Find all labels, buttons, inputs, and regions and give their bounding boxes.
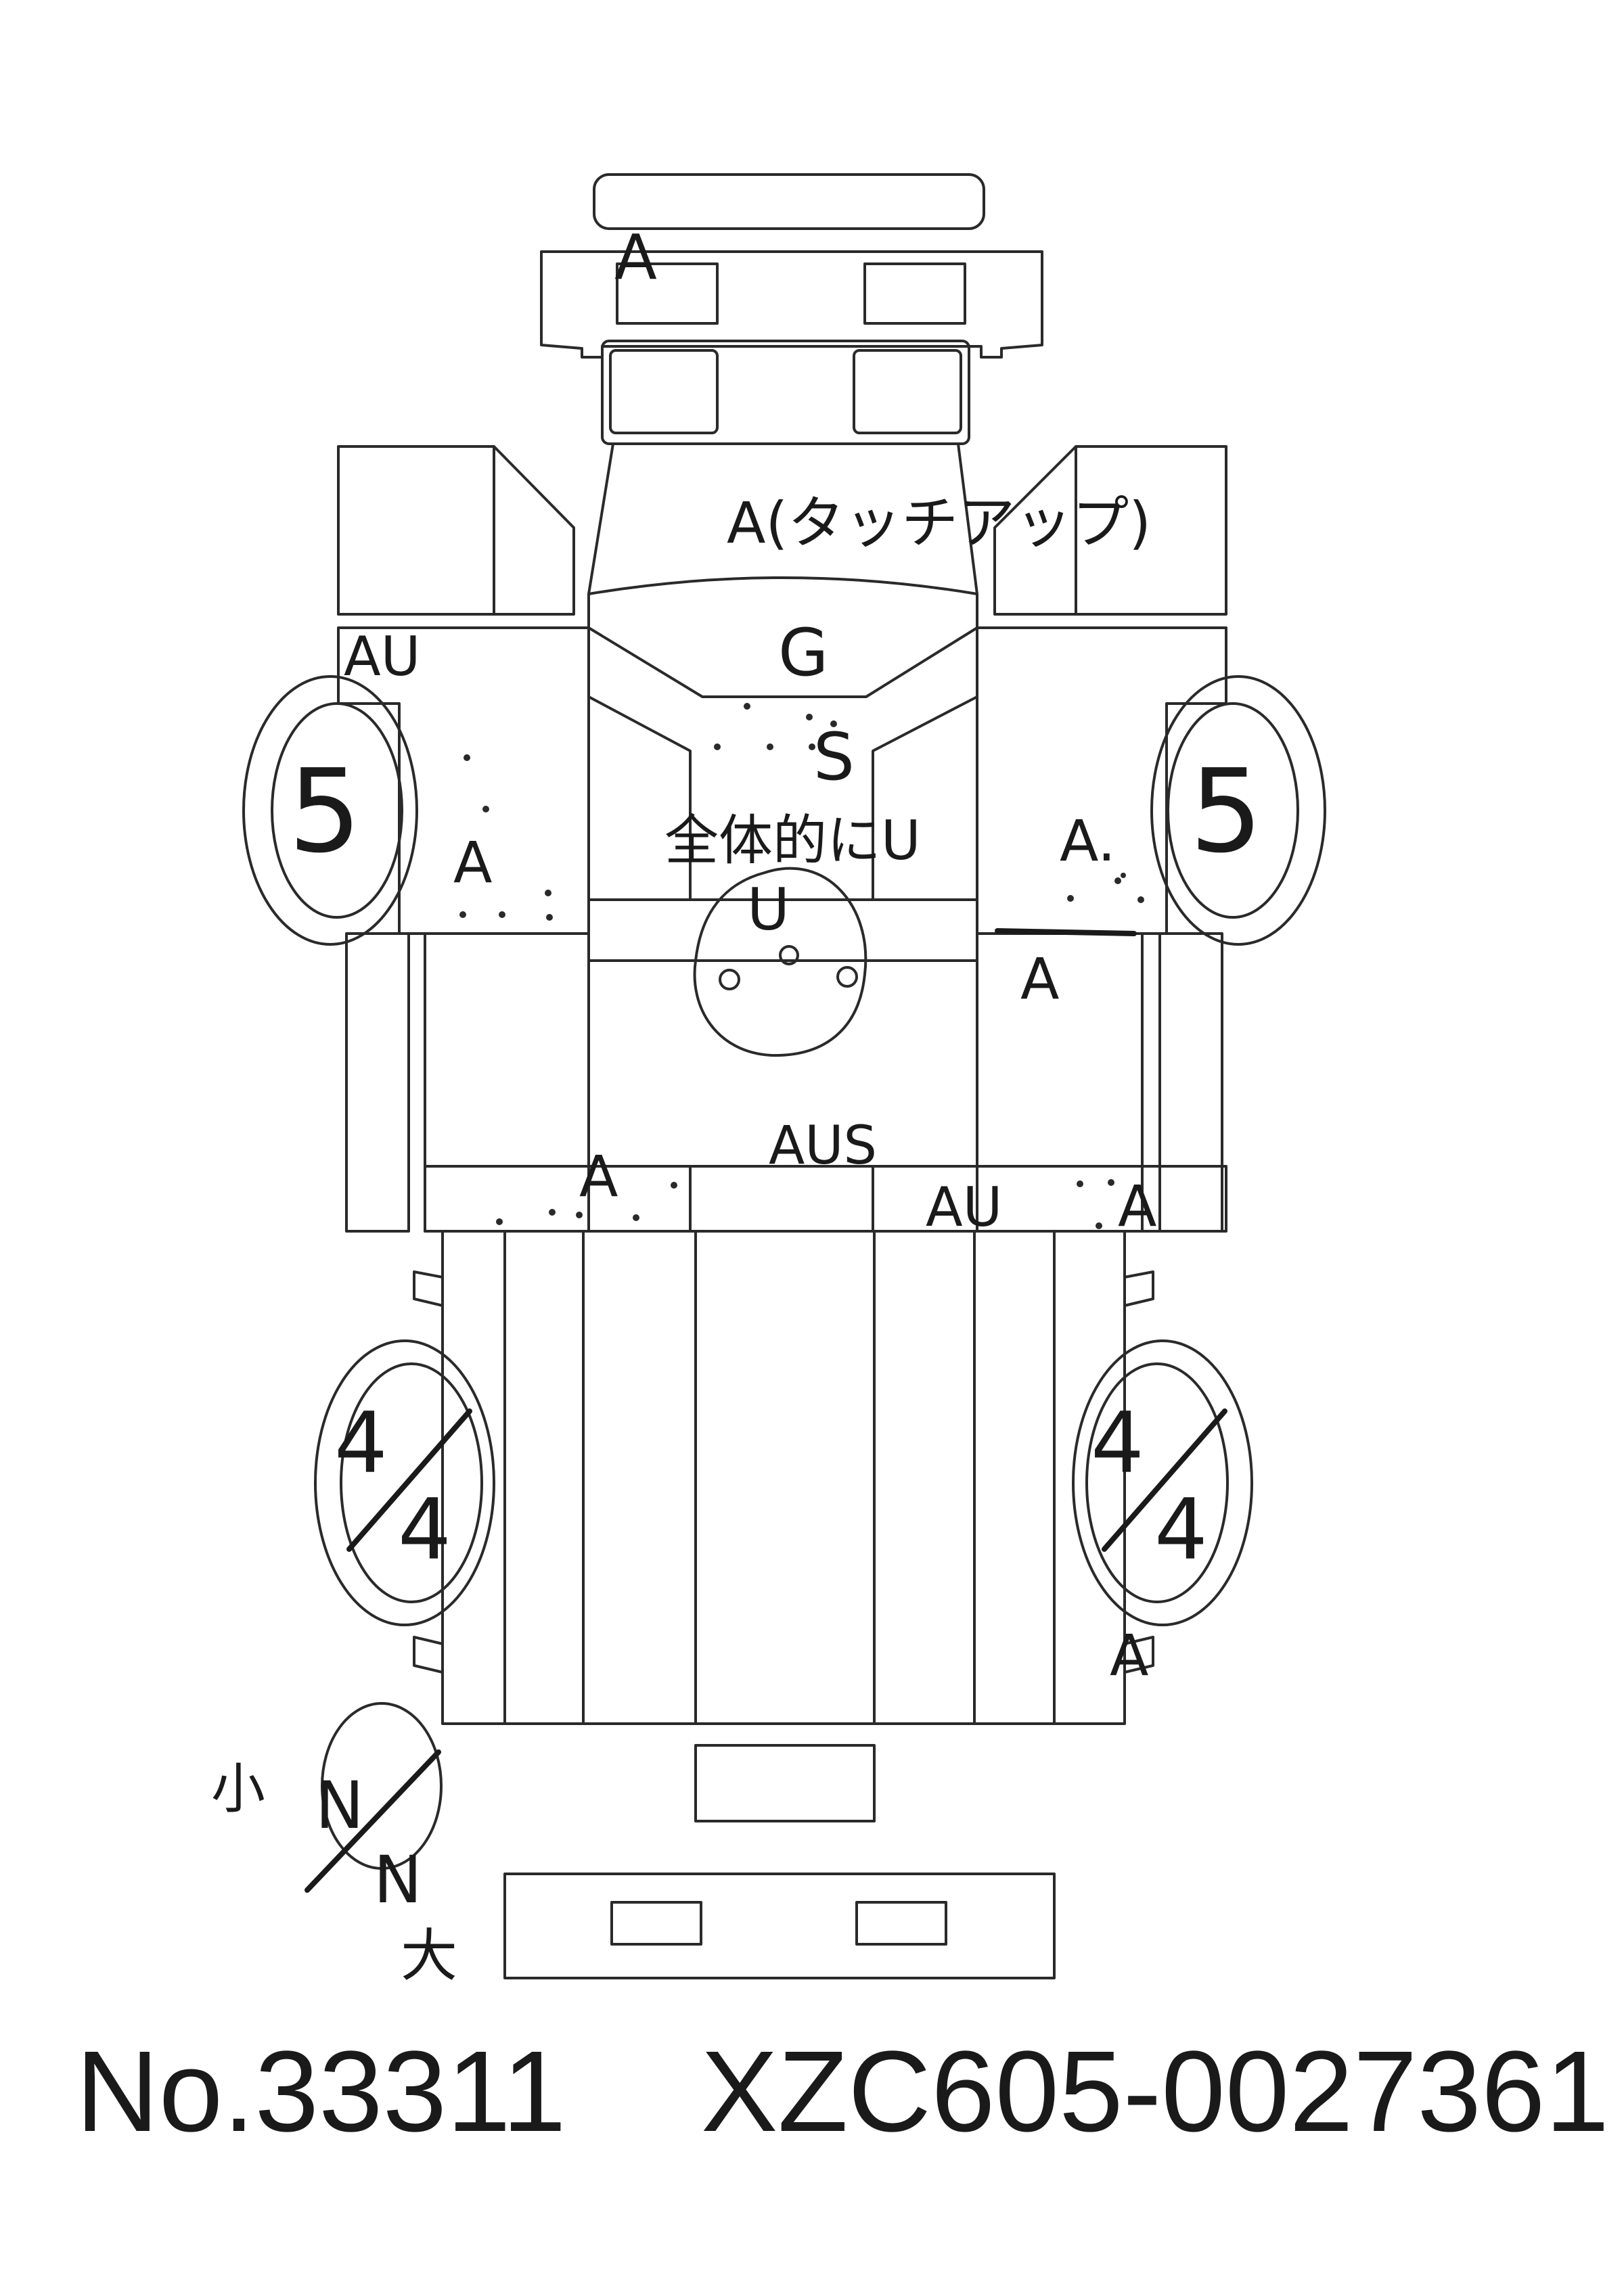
legend-n-bottom: N [374, 1842, 422, 1918]
label-windshield: G [778, 615, 828, 691]
annotations: A A(タッチアップ) G S 全体的にU U AU A A. A A AUS … [211, 221, 1263, 1989]
label-sill-right-a: A [1118, 1173, 1156, 1239]
label-hood: A(タッチアップ) [727, 490, 1151, 556]
footer-number: No.33311 [76, 2027, 566, 2156]
footer-chassis: XZC605-0027361 [701, 2027, 1609, 2156]
legend-small: 小 [211, 1758, 265, 1820]
front-left-tire [242, 675, 418, 946]
label-sill-center: AUS [769, 1116, 877, 1176]
label-bumper-front: A [614, 221, 657, 294]
label-rear-right-fender: A [1110, 1622, 1148, 1689]
rear-right-tire-tread-bottom: 4 [1154, 1482, 1208, 1579]
rear-step [694, 1744, 876, 1822]
rear-left-tire [314, 1339, 495, 1626]
legend-n-top: N [315, 1768, 364, 1843]
rear-bumper [503, 1873, 1056, 1979]
label-cab-overall: 全体的にU [664, 809, 921, 872]
label-cab-center: S [813, 719, 855, 795]
right-door-scratch-line [995, 928, 1137, 936]
front-grille [601, 340, 970, 445]
label-left-mirror: AU [344, 625, 420, 688]
rear-right-tire [1072, 1339, 1253, 1626]
spare-wheel [693, 867, 867, 1057]
right-mirror [993, 445, 1227, 616]
left-door [337, 626, 590, 1233]
front-bumper [540, 173, 1043, 359]
rear-left-tire-tread-top: 4 [334, 1395, 388, 1492]
rear-right-tire-tread-top: 4 [1091, 1395, 1144, 1492]
label-sill-right-au: AU [926, 1176, 1002, 1239]
front-left-tire-tread: 5 [288, 745, 361, 879]
front-right-tire-tread: 5 [1190, 745, 1263, 879]
left-mirror [337, 445, 575, 616]
label-sill-left: A [579, 1143, 618, 1210]
rear-left-tire-tread-bottom: 4 [398, 1482, 451, 1579]
label-right-door-upper: A. [1060, 808, 1116, 874]
label-left-door: A [453, 829, 492, 896]
front-right-tire [1150, 675, 1326, 946]
damage-dots [459, 703, 1144, 1229]
spare-tire-legend [304, 1702, 443, 1893]
legend-large: 大 [401, 1923, 457, 1989]
label-right-door-lower: A [1020, 946, 1059, 1012]
cargo-bed [413, 1230, 1154, 1725]
label-spare-wheel: U [747, 876, 790, 944]
